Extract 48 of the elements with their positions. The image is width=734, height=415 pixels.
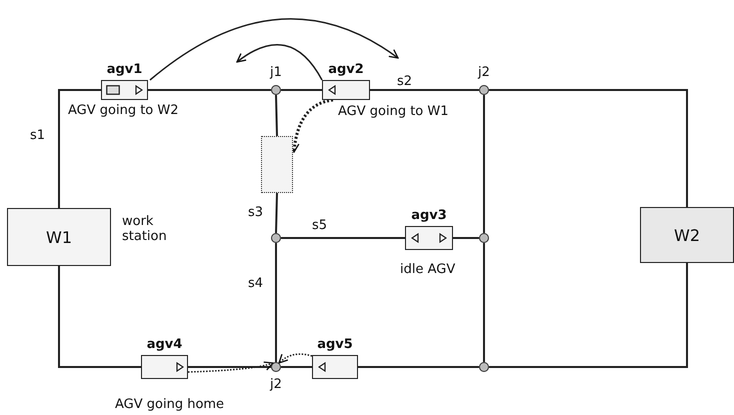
vehicle-box (101, 80, 148, 100)
track-line (275, 94, 278, 136)
dotted-box (261, 136, 293, 193)
vehicle-name: agv4 (146, 337, 182, 352)
vehicle-box (405, 226, 453, 250)
junction-dot (271, 85, 281, 95)
track-line (58, 89, 101, 208)
junction-label: j2 (478, 65, 490, 80)
motion-arrow (150, 18, 399, 81)
track-line (275, 243, 277, 362)
vehicle-name: agv3 (411, 208, 447, 223)
junction-label: j2 (270, 377, 282, 392)
track-line (483, 243, 485, 362)
junction-dot (479, 85, 489, 95)
junction-dot (271, 362, 281, 372)
junction-dot (479, 362, 489, 372)
track-line (489, 263, 688, 368)
vehicle-caption: AGV going home (115, 397, 224, 412)
junction-dot (479, 233, 489, 243)
track-line (281, 366, 312, 368)
motion-arrow (278, 353, 312, 364)
track-line (453, 237, 479, 239)
vehicle-name: agv1 (106, 62, 142, 77)
workstation-box: W2 (640, 207, 734, 263)
station-caption: work station (122, 214, 168, 244)
junction-label: j1 (270, 65, 282, 80)
vehicle-box (322, 80, 370, 100)
workstation-box: W1 (7, 208, 111, 266)
track-line (275, 192, 278, 234)
motion-arrow (236, 44, 323, 80)
vehicle-caption: AGV going to W2 (68, 103, 179, 118)
vehicle-name: agv2 (328, 62, 364, 77)
track-line (148, 89, 271, 91)
vehicle-box (141, 355, 188, 379)
track-line (281, 237, 405, 239)
track-line (358, 366, 479, 368)
motion-arrow (188, 361, 274, 373)
vehicle-caption: AGV going to W1 (338, 104, 449, 119)
vehicle-name: agv5 (317, 337, 353, 352)
track-line (489, 89, 688, 207)
track-line (188, 366, 271, 368)
track-line (370, 89, 479, 91)
vehicle-box (312, 355, 358, 379)
track-line (58, 266, 141, 368)
track-line (281, 89, 322, 91)
junction-dot (271, 233, 281, 243)
track-line (483, 95, 485, 233)
vehicle-caption: idle AGV (400, 262, 456, 277)
